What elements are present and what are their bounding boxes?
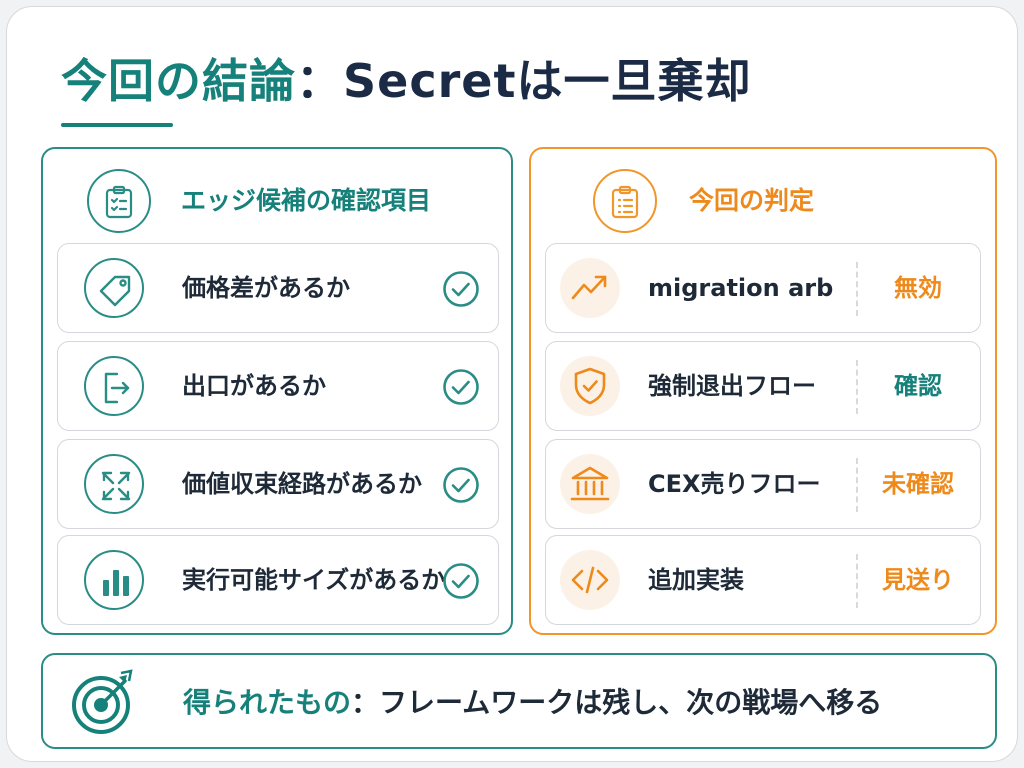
trend-up-icon bbox=[560, 258, 620, 318]
verdict-value: 見送り bbox=[882, 566, 954, 594]
price-tag-icon bbox=[84, 258, 144, 318]
clipboard-list-icon bbox=[593, 169, 657, 233]
takeaway-prefix: 得られたもの bbox=[183, 686, 352, 719]
row-divider bbox=[856, 554, 858, 608]
check-circle-icon bbox=[443, 563, 479, 599]
left-panel-header: エッジ候補の確認項目 bbox=[43, 169, 511, 233]
title-rest: Secretは一旦棄却 bbox=[343, 54, 752, 108]
verdict-item-label: CEX売りフロー bbox=[648, 470, 821, 498]
code-icon bbox=[560, 550, 620, 610]
shield-check-icon bbox=[560, 356, 620, 416]
bank-icon bbox=[560, 454, 620, 514]
row-divider bbox=[856, 262, 858, 316]
row-divider bbox=[856, 458, 858, 512]
slide-frame: 今回の結論：Secretは一旦棄却 エッジ候補の確認項目 価格差 bbox=[6, 6, 1018, 762]
verdict-item: 強制退出フロー 確認 bbox=[545, 341, 981, 431]
exit-door-icon bbox=[84, 356, 144, 416]
takeaway-body: フレームワークは残し、次の戦場へ移る bbox=[379, 686, 883, 719]
checklist-item: 価格差があるか bbox=[57, 243, 499, 333]
edge-checklist-panel: エッジ候補の確認項目 価格差があるか 出口があるか bbox=[41, 147, 513, 635]
page-title: 今回の結論：Secretは一旦棄却 bbox=[61, 51, 751, 111]
title-separator: ： bbox=[296, 54, 343, 108]
checklist-item-label: 価格差があるか bbox=[182, 274, 350, 302]
check-circle-icon bbox=[443, 467, 479, 503]
verdict-item-label: migration arb bbox=[648, 274, 834, 302]
right-panel-heading: 今回の判定 bbox=[689, 186, 815, 215]
target-arrow-icon bbox=[72, 669, 133, 734]
takeaway-text: 得られたもの：フレームワークは残し、次の戦場へ移る bbox=[183, 683, 882, 723]
checklist-item-label: 出口があるか bbox=[182, 372, 326, 400]
verdict-item-label: 追加実装 bbox=[648, 566, 744, 594]
verdict-item-label: 強制退出フロー bbox=[648, 372, 816, 400]
verdict-panel: 今回の判定 migration arb 無効 強制退出フロー 確認 bbox=[529, 147, 997, 635]
checklist-item: 出口があるか bbox=[57, 341, 499, 431]
right-panel-header: 今回の判定 bbox=[531, 169, 995, 233]
checklist-item: 価値収束経路があるか bbox=[57, 439, 499, 529]
left-panel-heading: エッジ候補の確認項目 bbox=[181, 186, 432, 215]
bar-chart-icon bbox=[84, 550, 144, 610]
converge-arrows-icon bbox=[84, 454, 144, 514]
title-underline bbox=[61, 123, 173, 127]
verdict-value: 未確認 bbox=[882, 470, 954, 498]
verdict-value: 確認 bbox=[894, 372, 942, 400]
checklist-item-label: 価値収束経路があるか bbox=[182, 470, 422, 498]
verdict-item: CEX売りフロー 未確認 bbox=[545, 439, 981, 529]
checklist-item: 実行可能サイズがあるか bbox=[57, 535, 499, 625]
takeaway-banner: 得られたもの：フレームワークは残し、次の戦場へ移る bbox=[41, 653, 997, 749]
verdict-item: migration arb 無効 bbox=[545, 243, 981, 333]
row-divider bbox=[856, 360, 858, 414]
clipboard-checklist-icon bbox=[87, 169, 151, 233]
title-highlight: 今回の結論 bbox=[61, 54, 296, 108]
verdict-value: 無効 bbox=[894, 274, 942, 302]
checklist-item-label: 実行可能サイズがあるか bbox=[182, 566, 446, 594]
takeaway-separator: ： bbox=[351, 686, 380, 719]
check-circle-icon bbox=[443, 271, 479, 307]
verdict-item: 追加実装 見送り bbox=[545, 535, 981, 625]
check-circle-icon bbox=[443, 369, 479, 405]
